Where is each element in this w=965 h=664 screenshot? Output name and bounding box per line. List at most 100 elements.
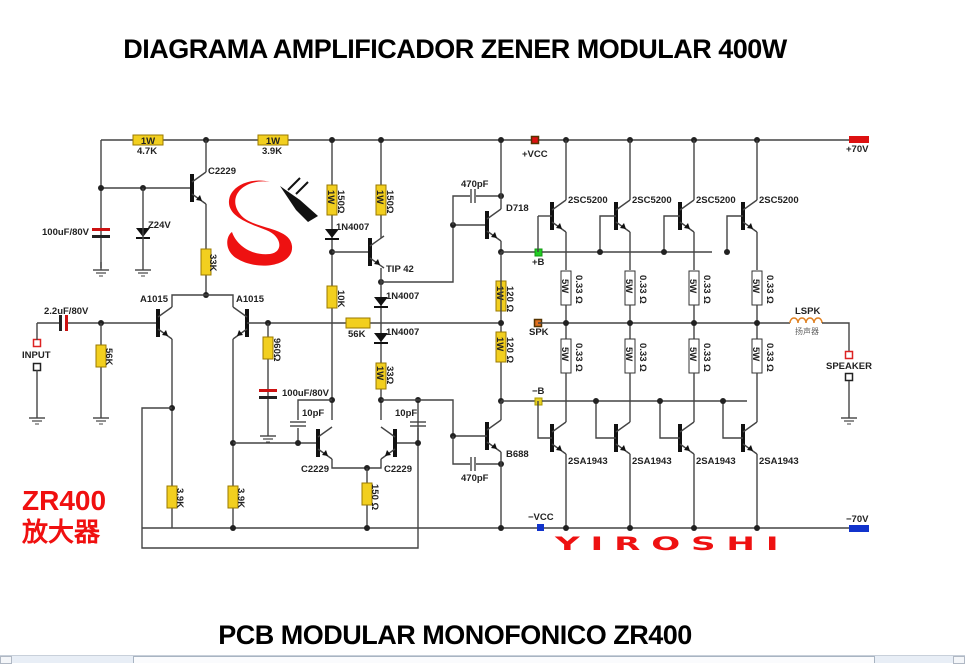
resistor-label: 960Ω [271,338,282,362]
transistor-emitter-arrow [491,232,497,238]
filter-capacitor [92,228,110,238]
ground-symbol [93,410,109,425]
capacitor-470pf-top [470,189,476,203]
speaker-node-label: SPK [529,327,549,338]
transistor-label: 2SA1943 [759,456,799,467]
vcc-negative-label: −VCC [528,512,554,523]
regulator-transistor [190,171,207,205]
transistor-label: C2229 [208,166,236,177]
capacitor-10pf-left [290,421,306,427]
junction-dot [593,398,599,404]
junction-dot [627,320,633,326]
resistor-body [326,184,338,216]
input-capacitor [59,315,68,331]
positive-supply-label: +70V [846,144,869,155]
transistor-label: 2SC5200 [632,195,672,206]
dragon-body [227,180,293,266]
resistor-power-label: 5W [687,279,698,293]
driver-transistor-pnp [485,419,502,453]
cap-plate [59,315,62,331]
junction-dot [295,440,301,446]
output-transistor-pnp-1 [550,421,567,455]
wire [663,215,680,252]
resistor-power-label: 5W [687,347,698,361]
resistor-label: 56K [103,348,114,366]
resistor-label: 120 Ω [504,337,515,363]
resistor-body [326,285,338,309]
junction-dot [597,249,603,255]
output-transistor-npn-2 [614,199,631,233]
wire [722,401,743,439]
transistor-emitter-arrow [684,445,690,451]
wire [537,401,552,439]
junction-dot [230,525,236,531]
transistor-label: 2SC5200 [696,195,736,206]
resistor-3k9-top: 1W [257,134,289,147]
cap-plate [65,315,68,331]
transistor-collector-lead [615,199,631,211]
wire [297,399,332,420]
wire [599,215,616,252]
transistor-collector-lead [679,199,695,211]
transistor-label: 2SA1943 [632,456,672,467]
resistor-power-label: 5W [623,279,634,293]
resistor-power-label: 1W [325,190,336,204]
resistor-10k [326,285,338,309]
input-label: INPUT [22,350,51,361]
driver-transistor-npn [485,208,502,242]
dragon-logo-icon [227,177,318,266]
pcb-title: PCB MODULAR MONOFONICO ZR400 [218,620,692,650]
transistor-emitter-arrow [162,330,168,336]
resistor-body [375,184,387,216]
scroll-left-button[interactable] [0,656,12,664]
diff-transistor-left [156,306,173,340]
transistor-label: A1015 [236,294,265,305]
resistor-power-label: 1W [374,366,385,380]
scroll-right-button[interactable] [953,656,965,664]
junction-dot [563,320,569,326]
inductor-coil [789,317,823,324]
transistor-label: B688 [506,449,529,460]
brand-model-label: ZR400 [22,485,107,516]
diode-triangle [374,297,388,306]
resistor-150-left [326,184,338,216]
diff-transistor-right [232,306,249,340]
capacitor-10pf-right [410,421,426,427]
transistor-base-bar [156,309,160,337]
junction-dot [498,525,504,531]
transistor-emitter-arrow [747,445,753,451]
resistor-label: 0.33 Ω [701,275,712,304]
output-transistor-pnp-2 [614,421,631,455]
transistor-base-bar [485,211,489,239]
resistor-label: 0.33 Ω [637,275,648,304]
maker-logo-text: YIROSHI [555,534,790,556]
brand-chinese-label: 放大器 [22,518,101,548]
transistor-base-bar [316,429,320,457]
output-transistor-pnp-4 [741,421,758,455]
junction-dot [691,320,697,326]
capacitor-470pf-bottom [470,457,476,471]
resistor-label: 4.7K [137,146,157,157]
resistor-label: 150 Ω [369,484,380,510]
transistor-emitter-arrow [491,443,497,449]
capacitor-label: 10pF [395,408,417,419]
transistor-collector-lead [551,199,567,211]
wire [659,401,680,439]
dragon-head [280,186,318,222]
junction-dot [724,249,730,255]
scrollbar-thumb[interactable] [133,656,875,663]
wire [206,294,234,307]
inductor-label: LSPK [795,306,820,317]
output-transistor-pnp-3 [678,421,695,455]
transistor-label: 2SA1943 [696,456,736,467]
transistor-collector-lead [486,419,502,431]
junction-dot [754,320,760,326]
junction-dot [661,249,667,255]
resistor-body [132,134,164,146]
ground-symbol [29,410,45,425]
resistor-label: 3.9K [174,488,185,508]
vcc-positive-label: +VCC [522,149,548,160]
wire [452,195,470,225]
diode-1n4007-a [325,229,339,240]
